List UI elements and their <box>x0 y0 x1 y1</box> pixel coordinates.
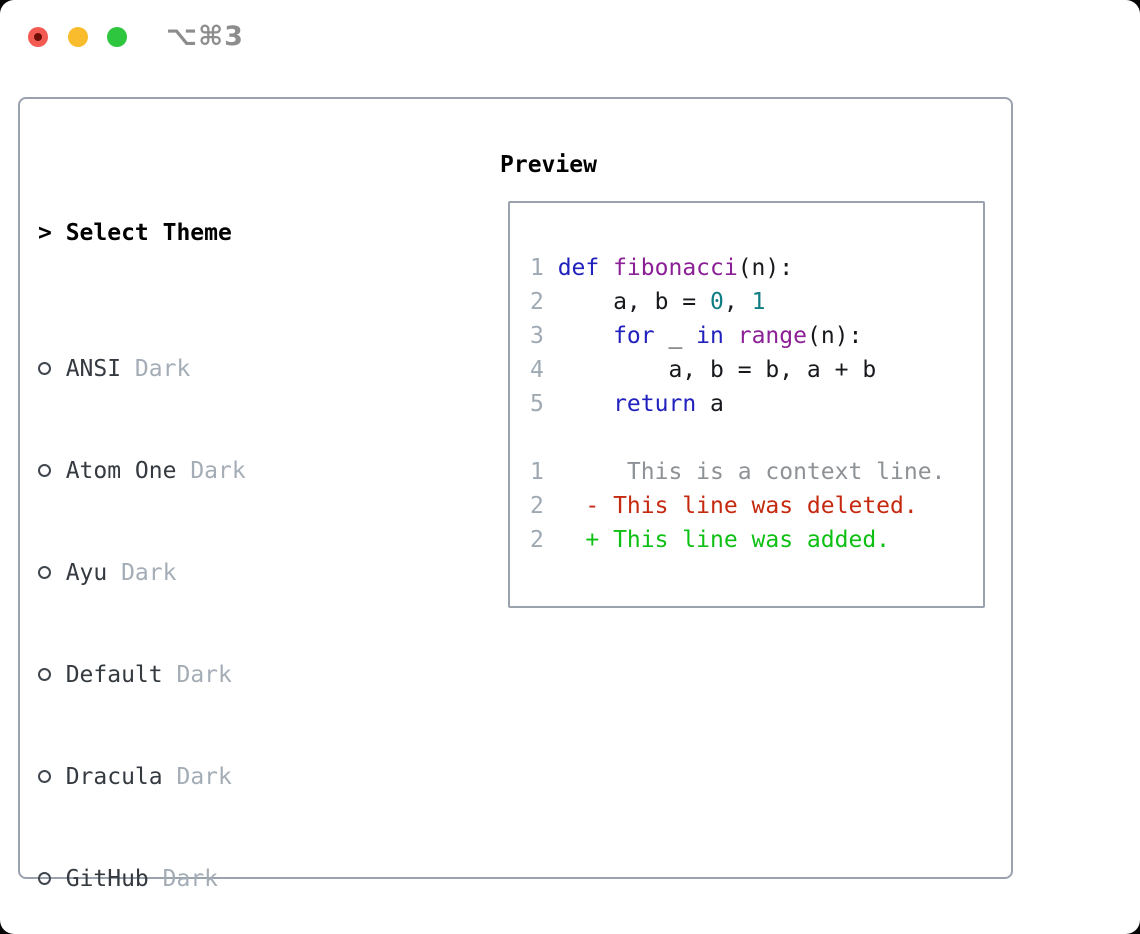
diff-deleted-line: 2 - This line was deleted. <box>530 489 983 523</box>
line-number: 1 <box>530 459 544 485</box>
code-token: 1 <box>751 289 766 315</box>
diff-text: - This line was deleted. <box>557 493 918 519</box>
line-number: 2 <box>530 493 544 519</box>
line-number: 1 <box>530 255 544 281</box>
code-token: a, b = <box>557 289 711 315</box>
code-token: fibonacci <box>613 255 738 281</box>
select-theme-header: > Select Theme <box>38 216 426 250</box>
radio-icon[interactable] <box>38 454 66 488</box>
diff-added-line: 2 + This line was added. <box>530 523 983 557</box>
page-title: Select Theme <box>65 220 232 246</box>
radio-icon[interactable] <box>38 352 66 386</box>
window-title: ⌥⌘3 <box>166 21 244 52</box>
code-line: 1 def fibonacci(n): <box>530 251 983 285</box>
code-token: range <box>737 323 807 349</box>
code-line: 5 return a <box>530 387 983 421</box>
title-bar: ⌥⌘3 <box>0 0 1140 70</box>
cursor-icon: > <box>38 220 52 246</box>
code-token: a <box>696 391 724 417</box>
code-token <box>558 323 613 349</box>
code-line: 2 a, b = 0, 1 <box>530 285 983 319</box>
close-button[interactable] <box>28 27 48 47</box>
code-token <box>724 323 738 349</box>
radio-icon[interactable] <box>38 658 66 692</box>
minimize-button[interactable] <box>68 27 88 47</box>
radio-icon[interactable] <box>38 862 66 896</box>
code-token: return <box>613 391 697 417</box>
preview-title: Preview <box>500 152 597 178</box>
code-token: _ <box>654 323 697 349</box>
code-token: , <box>723 289 752 315</box>
diff-context-line: 1 This is a context line. <box>530 455 983 489</box>
diff-text: + This line was added. <box>557 527 891 553</box>
code-token: in <box>696 323 724 349</box>
line-number: 2 <box>530 289 544 315</box>
code-token: (n): <box>806 323 863 349</box>
code-line: 4 a, b = b, a + b <box>530 353 983 387</box>
line-number: 3 <box>530 323 544 349</box>
radio-icon[interactable] <box>38 556 66 590</box>
code-line: 3 for _ in range(n): <box>530 319 983 353</box>
code-token: def <box>557 255 614 281</box>
close-dot-icon <box>34 33 42 41</box>
code-token: 0 <box>710 289 724 315</box>
line-number: 5 <box>530 391 544 417</box>
line-number: 4 <box>530 357 544 383</box>
radio-icon[interactable] <box>38 760 66 794</box>
line-number: 2 <box>530 527 544 553</box>
zoom-button[interactable] <box>107 27 127 47</box>
code-token: (n): <box>737 255 794 281</box>
code-token: for <box>613 323 655 349</box>
diff-text: This is a context line. <box>557 459 946 485</box>
code-token <box>558 391 613 417</box>
code-token: a, b = b, a + b <box>557 357 877 383</box>
